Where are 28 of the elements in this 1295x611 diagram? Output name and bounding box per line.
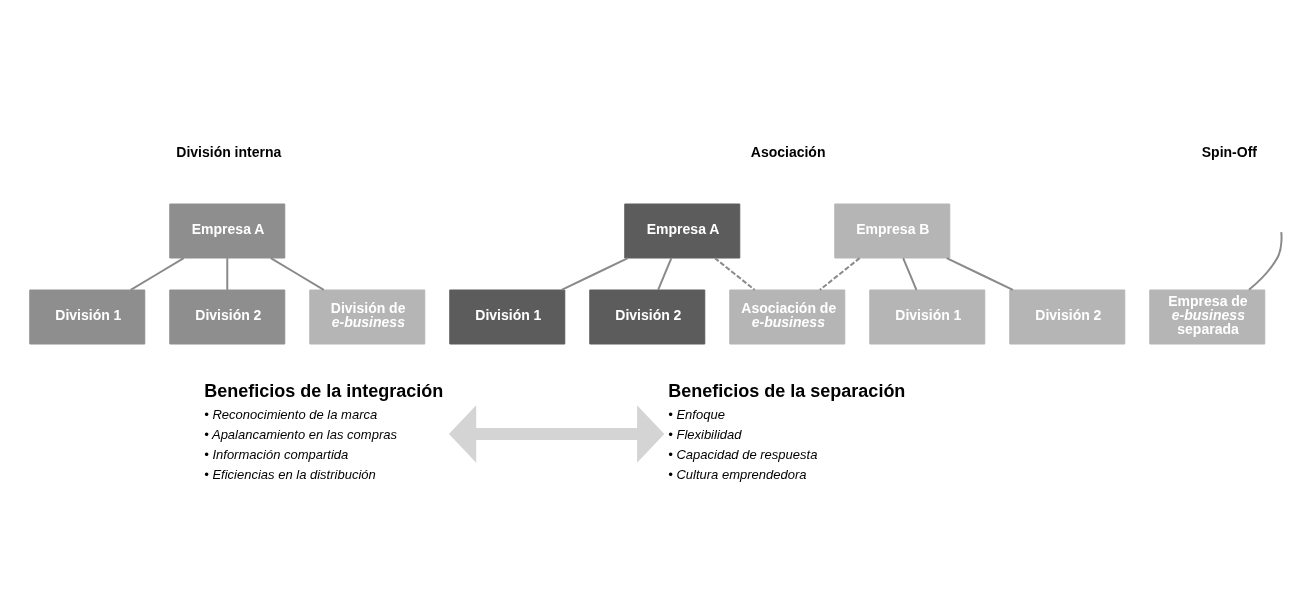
node-box: División 2 — [589, 289, 706, 344]
connector — [1247, 230, 1283, 291]
node-text: Beneficios de la integración • Reconocimiento de la marca • Apalancamiento en las compras • Información compartida • Eficiencias en la distribución — [204, 380, 444, 482]
connector — [713, 256, 756, 291]
node-box: División 2 — [169, 289, 286, 344]
connector — [129, 256, 185, 291]
connector — [226, 256, 229, 291]
arrow — [448, 404, 665, 463]
connector — [560, 256, 629, 291]
label: Asociación — [750, 143, 826, 160]
node-box: Empresa A — [169, 203, 286, 258]
label: División interna — [176, 143, 282, 160]
connector — [902, 256, 918, 291]
connector — [818, 256, 861, 291]
node-box: Empresa de e-business separada — [1149, 289, 1266, 344]
node-text: Beneficios de la separación • Enfoque • Flexibilidad • Capacidad de respuesta • Cultura emprendedora — [668, 380, 906, 482]
node-box: División de e-business — [309, 289, 426, 344]
connector — [945, 256, 1014, 291]
node-box: Empresa A — [624, 203, 741, 258]
node-box: Asociación de e-business — [729, 289, 846, 344]
label: Spin-Off — [1201, 143, 1257, 160]
connector — [657, 256, 673, 291]
node-box: Empresa B — [834, 203, 951, 258]
node-box: División 1 — [29, 289, 146, 344]
node-box: División 1 — [869, 289, 986, 344]
node-box: División 2 — [1009, 289, 1126, 344]
node-box: División 1 — [449, 289, 566, 344]
connector — [269, 256, 325, 291]
